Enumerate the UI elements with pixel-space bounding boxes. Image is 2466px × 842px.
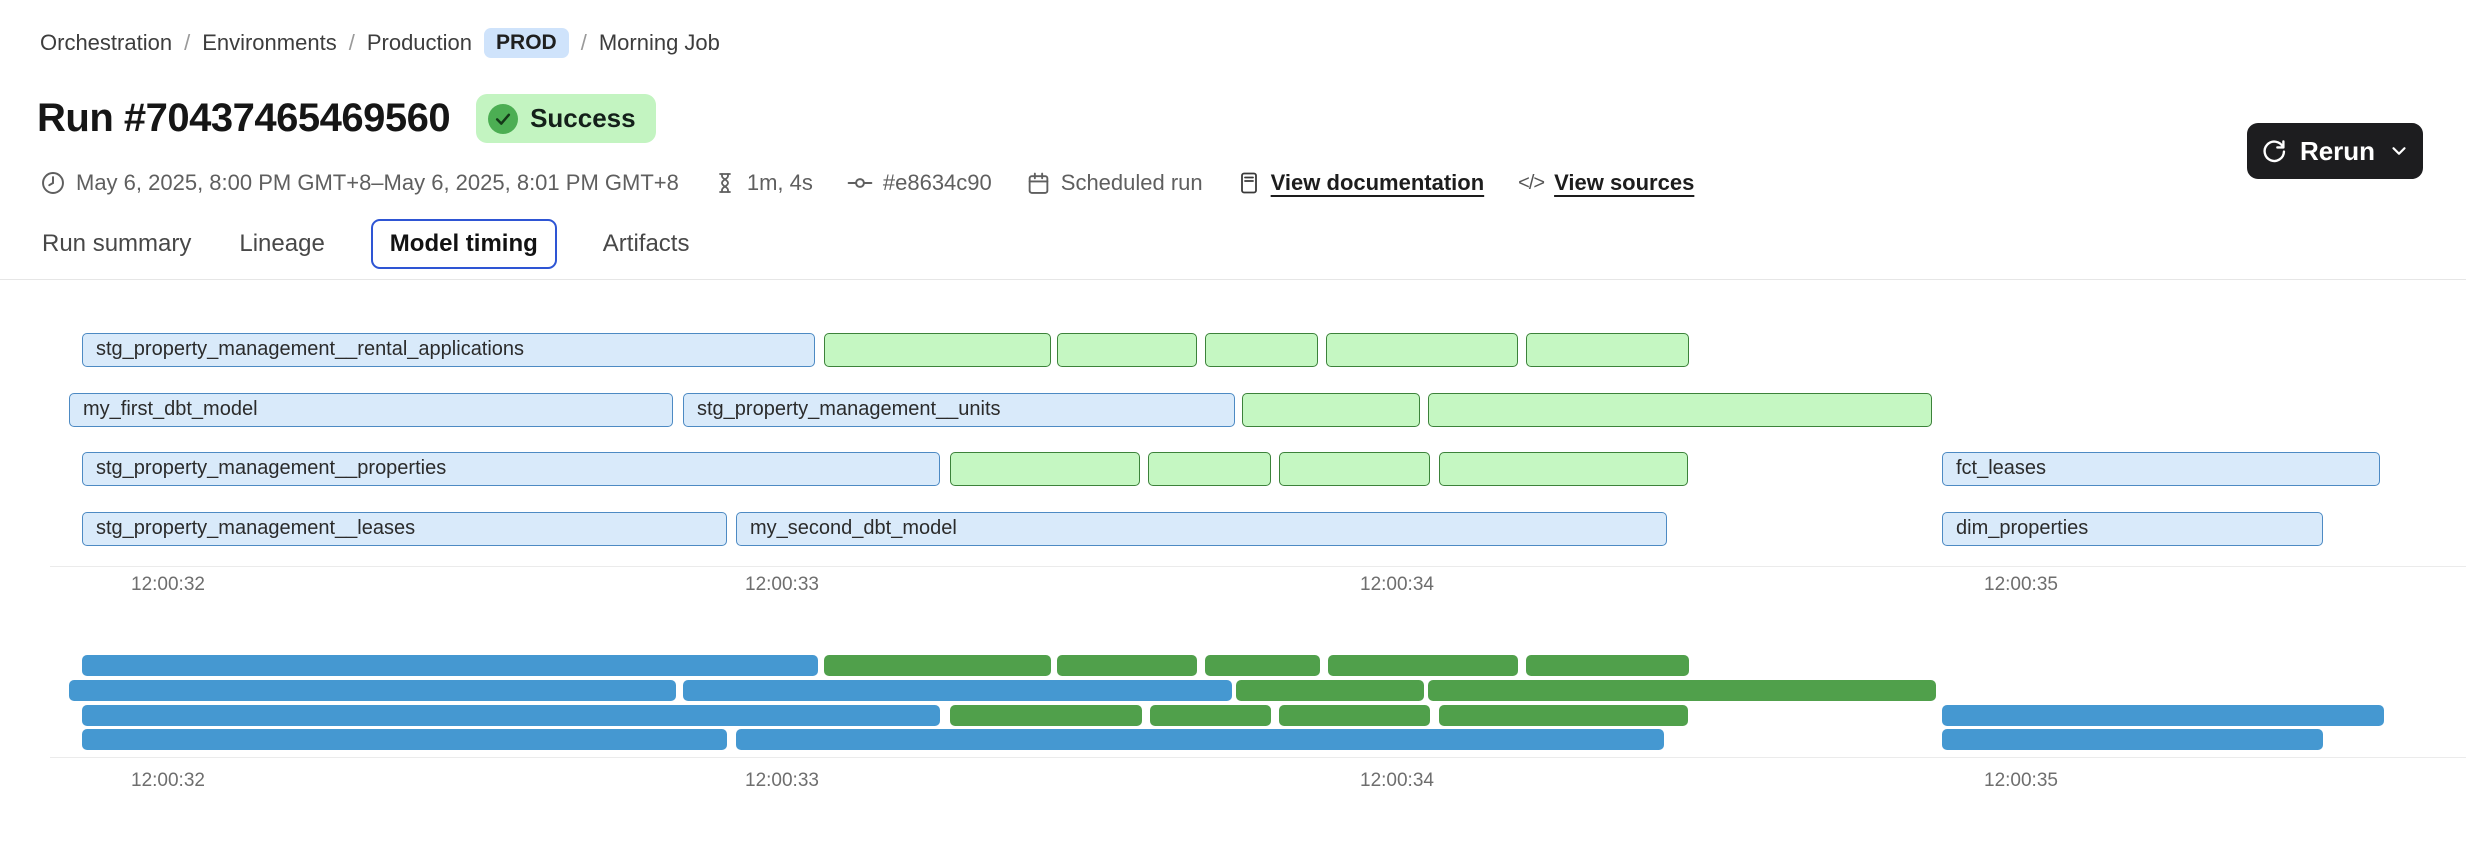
minimap-bar[interactable] xyxy=(1428,680,1936,701)
run-commit: #e8634c90 xyxy=(847,170,992,196)
minimap-bar[interactable] xyxy=(69,680,676,701)
gantt-bar[interactable]: my_second_dbt_model xyxy=(736,512,1667,546)
minimap-bar[interactable] xyxy=(824,655,1051,676)
gantt-bar[interactable] xyxy=(1428,393,1932,427)
axis-tick-label: 12:00:35 xyxy=(1984,770,2058,791)
gantt-bar[interactable] xyxy=(1439,452,1688,486)
gantt-bar[interactable] xyxy=(1205,333,1318,367)
tab-model-timing[interactable]: Model timing xyxy=(370,219,557,269)
run-trigger: Scheduled run xyxy=(1026,170,1203,196)
run-meta-row: May 6, 2025, 8:00 PM GMT+8–May 6, 2025, … xyxy=(40,170,1694,196)
gantt-bar[interactable] xyxy=(1279,452,1430,486)
document-icon xyxy=(1237,171,1261,195)
breadcrumb-separator: / xyxy=(580,30,587,55)
minimap-bar[interactable] xyxy=(1526,655,1689,676)
gantt-bar[interactable] xyxy=(1526,333,1689,367)
gantt-bar-label: stg_property_management__properties xyxy=(96,457,447,479)
check-icon xyxy=(488,103,519,134)
hourglass-icon xyxy=(713,171,737,195)
gantt-bar[interactable]: stg_property_management__units xyxy=(683,393,1235,427)
rerun-label: Rerun xyxy=(2299,135,2376,166)
axis-tick-label: 12:00:34 xyxy=(1360,770,1434,791)
rerun-button[interactable]: Rerun xyxy=(2247,123,2423,179)
axis-divider xyxy=(50,757,2466,758)
gantt-bar[interactable] xyxy=(1148,452,1271,486)
run-duration: 1m, 4s xyxy=(713,170,813,196)
minimap-bar[interactable] xyxy=(1236,680,1424,701)
gantt-bar[interactable]: stg_property_management__leases xyxy=(82,512,727,546)
axis-divider xyxy=(50,566,2466,567)
chevron-down-icon[interactable] xyxy=(2388,140,2410,162)
gantt-bar-label: my_second_dbt_model xyxy=(750,517,957,539)
view-documentation-link[interactable]: View documentation xyxy=(1270,170,1485,195)
run-date-range: May 6, 2025, 8:00 PM GMT+8–May 6, 2025, … xyxy=(40,170,679,196)
gantt-bar[interactable] xyxy=(1057,333,1197,367)
breadcrumb: Orchestration / Environments / Productio… xyxy=(40,28,720,58)
prod-badge: PROD xyxy=(484,28,569,58)
minimap-bar[interactable] xyxy=(683,680,1232,701)
view-sources-link[interactable]: View sources xyxy=(1554,170,1695,195)
gantt-bar-label: my_first_dbt_model xyxy=(83,398,258,420)
tab-lineage[interactable]: Lineage xyxy=(239,230,325,257)
gantt-bar[interactable]: dim_properties xyxy=(1942,512,2323,546)
minimap-bar[interactable] xyxy=(1942,705,2384,726)
axis-tick-label: 12:00:32 xyxy=(131,770,205,791)
axis-tick-label: 12:00:34 xyxy=(1360,574,1434,595)
axis-tick-label: 12:00:33 xyxy=(745,574,819,595)
gantt-bar-label: stg_property_management__rental_applicat… xyxy=(96,338,525,360)
breadcrumb-production[interactable]: Production xyxy=(366,30,473,55)
gantt-bar-label: stg_property_management__leases xyxy=(96,517,416,539)
minimap-bar[interactable] xyxy=(82,705,940,726)
minimap-bar[interactable] xyxy=(1150,705,1271,726)
tab-artifacts[interactable]: Artifacts xyxy=(602,230,690,257)
gantt-bar-label: fct_leases xyxy=(1956,457,2047,479)
tab-bar-divider xyxy=(0,279,2466,280)
clock-icon xyxy=(40,170,66,196)
title-row: Run #70437465469560 Success xyxy=(37,94,656,143)
gantt-bar[interactable] xyxy=(824,333,1051,367)
minimap-bar[interactable] xyxy=(950,705,1142,726)
minimap-bar[interactable] xyxy=(736,729,1664,750)
minimap-bar[interactable] xyxy=(1942,729,2323,750)
gantt-bar-label: stg_property_management__units xyxy=(697,398,1001,420)
axis-tick-label: 12:00:35 xyxy=(1984,574,2058,595)
view-documentation-link-item: View documentation xyxy=(1237,170,1485,196)
gantt-bar-label: dim_properties xyxy=(1956,517,2089,539)
gantt-bar[interactable]: stg_property_management__properties xyxy=(82,452,940,486)
minimap-bar[interactable] xyxy=(82,655,818,676)
minimap-bar[interactable] xyxy=(1057,655,1197,676)
minimap-bar[interactable] xyxy=(1205,655,1320,676)
gantt-bar[interactable]: stg_property_management__rental_applicat… xyxy=(82,333,815,367)
gantt-bar[interactable]: fct_leases xyxy=(1942,452,2380,486)
breadcrumb-morning-job[interactable]: Morning Job xyxy=(598,30,720,55)
minimap-bar[interactable] xyxy=(1439,705,1688,726)
breadcrumb-separator: / xyxy=(184,30,191,55)
refresh-icon xyxy=(2260,138,2287,165)
gantt-bar[interactable] xyxy=(1242,393,1420,427)
calendar-icon xyxy=(1026,171,1051,196)
commit-icon xyxy=(847,170,873,196)
view-sources-link-item: </> View sources xyxy=(1518,170,1694,196)
gantt-bar[interactable] xyxy=(950,452,1140,486)
page-title: Run #70437465469560 xyxy=(37,96,451,140)
minimap-bar[interactable] xyxy=(1328,655,1518,676)
tab-bar: Run summary Lineage Model timing Artifac… xyxy=(40,218,691,270)
status-label: Success xyxy=(530,103,636,133)
minimap-bar[interactable] xyxy=(1279,705,1430,726)
breadcrumb-separator: / xyxy=(348,30,355,55)
gantt-bar[interactable]: my_first_dbt_model xyxy=(69,393,673,427)
breadcrumb-orchestration[interactable]: Orchestration xyxy=(40,30,173,55)
axis-tick-label: 12:00:33 xyxy=(745,770,819,791)
axis-tick-label: 12:00:32 xyxy=(131,574,205,595)
breadcrumb-environments[interactable]: Environments xyxy=(202,30,337,55)
minimap-bar[interactable] xyxy=(82,729,727,750)
code-icon: </> xyxy=(1518,171,1545,194)
tab-run-summary[interactable]: Run summary xyxy=(42,230,192,257)
gantt-bar[interactable] xyxy=(1326,333,1518,367)
status-badge: Success xyxy=(476,94,656,143)
